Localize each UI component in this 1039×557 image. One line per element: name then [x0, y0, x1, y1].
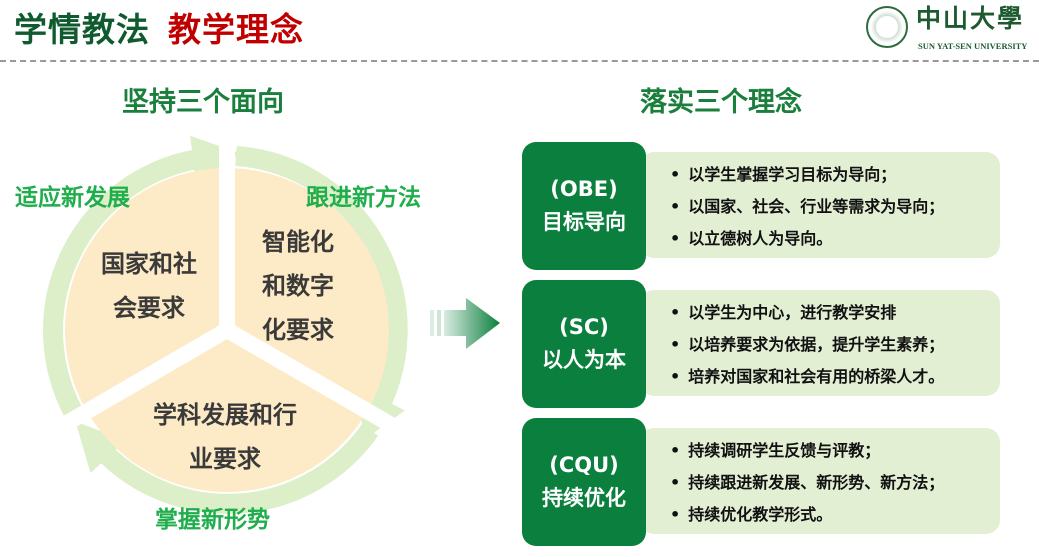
university-seal-icon	[866, 6, 908, 48]
left-heading: 坚持三个面向	[122, 87, 284, 118]
page-title: 学情教法教学理念	[14, 10, 304, 49]
list-item: 持续跟进新发展、新形势、新方法；	[670, 467, 1000, 499]
sector-national: 国家和社会要求	[101, 250, 197, 322]
list-item: 持续优化教学形式。	[670, 499, 1000, 531]
right-heading: 落实三个理念	[640, 87, 802, 118]
logo-english-name: SUN YAT-SEN UNIVERSITY	[918, 41, 1028, 51]
sector-discipline: 学科发展和行业要求	[153, 401, 297, 473]
concept-box-obe: (OBE)目标导向	[522, 142, 646, 270]
cycle-diagram	[43, 135, 500, 514]
concept-box-sc: (SC)以人为本	[522, 280, 646, 408]
list-item: 培养对国家和社会有用的桥梁人才。	[670, 361, 1000, 393]
concept-points-obe: 以学生掌握学习目标为导向； 以国家、社会、行业等需求为导向； 以立德树人为导向。	[640, 152, 1000, 258]
list-item: 持续调研学生反馈与评教；	[670, 435, 1000, 467]
sector-digital: 智能化和数字化要求	[262, 228, 334, 344]
list-item: 以学生掌握学习目标为导向；	[670, 159, 1000, 191]
list-item: 以学生为中心，进行教学安排	[670, 297, 1000, 329]
concept-points-cqu: 持续调研学生反馈与评教； 持续跟进新发展、新形势、新方法； 持续优化教学形式。	[640, 428, 1000, 534]
ring-arrow-right	[235, 146, 408, 442]
ring-arrow-left	[43, 135, 241, 422]
list-item: 以立德树人为导向。	[670, 223, 1000, 255]
list-item: 以国家、社会、行业等需求为导向；	[670, 191, 1000, 223]
ring-arrow-bottom	[75, 421, 379, 514]
header-divider	[0, 60, 1039, 62]
concept-points-sc: 以学生为中心，进行教学安排 以培养要求为依据，提升学生素养； 培养对国家和社会有…	[640, 290, 1000, 396]
list-item: 以培养要求为依据，提升学生素养；	[670, 329, 1000, 361]
transition-arrow	[430, 298, 500, 349]
concept-box-cqu: (CQU)持续优化	[522, 418, 646, 546]
logo-chinese-name: 中山大學	[916, 4, 1025, 33]
ring-label-grasp: 掌握新形势	[155, 507, 270, 533]
ring-label-adapt: 适应新发展	[15, 185, 130, 211]
ring-label-follow: 跟进新方法	[306, 185, 421, 211]
university-logo: 中山大學 SUN YAT-SEN UNIVERSITY	[866, 4, 1036, 54]
